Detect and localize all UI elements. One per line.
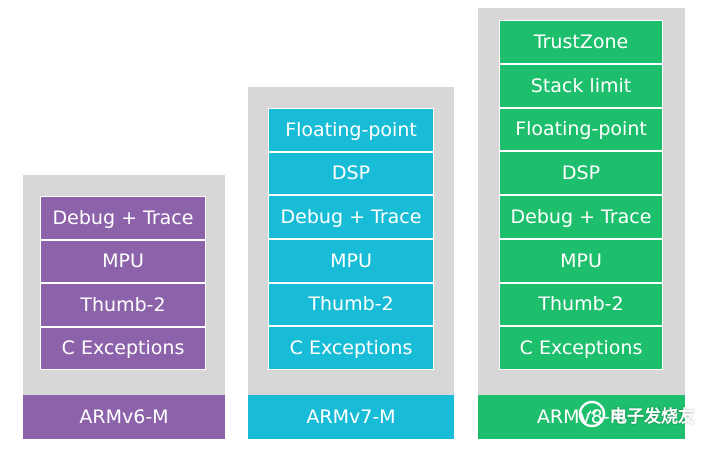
feature-cell: Stack limit (499, 63, 663, 108)
feature-cell: Debug + Trace (499, 195, 663, 239)
label-armv6-m: ARMv6-M (23, 395, 225, 439)
feature-cell: Thumb-2 (40, 283, 206, 327)
watermark-text: 电子发烧友 (610, 406, 695, 427)
feature-cell: Thumb-2 (268, 282, 434, 327)
feature-cell: DSP (499, 151, 663, 195)
feature-cell: Floating-point (268, 108, 434, 152)
elecfans-logo-icon (578, 400, 606, 428)
feature-cell: MPU (499, 238, 663, 283)
watermark: 电子发烧友 (578, 400, 695, 428)
feature-cell: Debug + Trace (40, 196, 206, 240)
feature-cell: TrustZone (499, 20, 663, 64)
feature-cell: MPU (40, 239, 206, 283)
feature-cell: C Exceptions (268, 326, 434, 370)
feature-cell: Floating-point (499, 107, 663, 152)
feature-cell: DSP (268, 151, 434, 196)
label-armv7-m: ARMv7-M (248, 395, 454, 439)
feature-cell: Debug + Trace (268, 195, 434, 239)
feature-cell: MPU (268, 239, 434, 283)
feature-cell: C Exceptions (40, 326, 206, 370)
feature-cell: Thumb-2 (499, 282, 663, 327)
feature-cell: C Exceptions (499, 326, 663, 370)
